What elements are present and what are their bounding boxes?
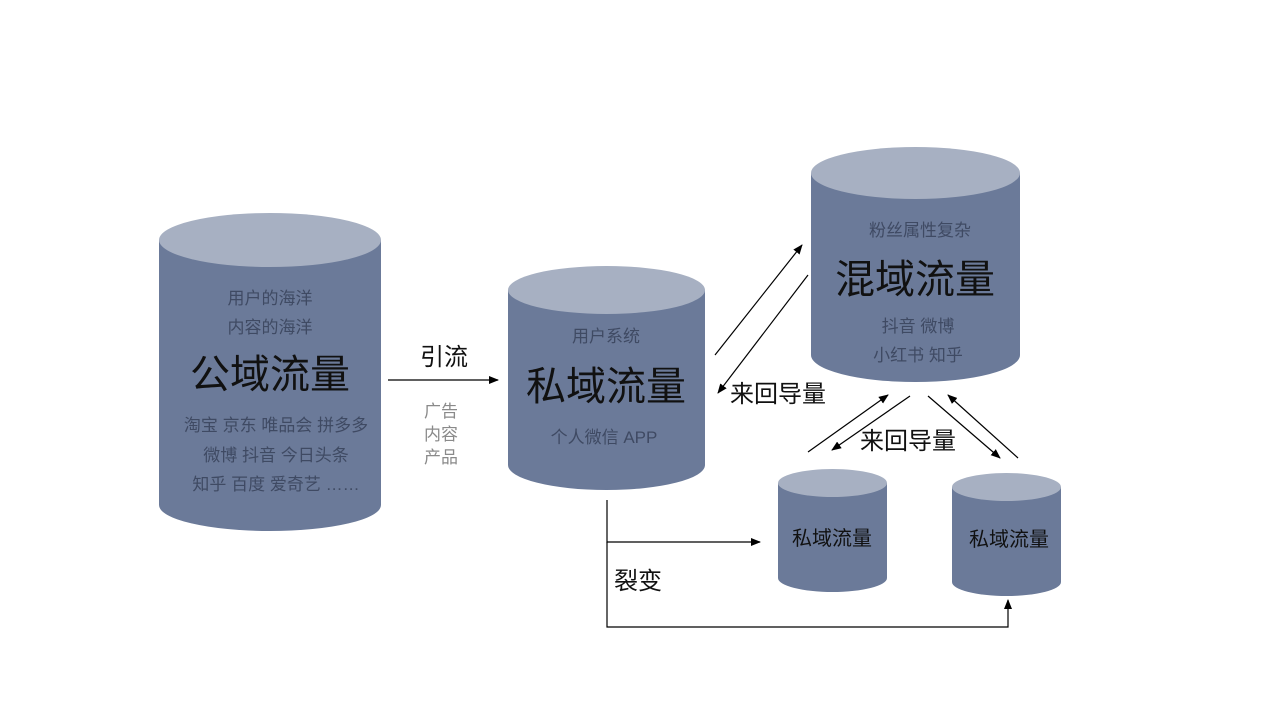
guide-item-1: 广告 <box>424 402 458 421</box>
arrow-mixed-to-small2 <box>927 395 1001 459</box>
exchange-label-2: 来回导量 <box>860 428 956 455</box>
public-list-2: 微博 抖音 今日头条 <box>203 446 348 465</box>
mixed-list-1: 抖音 微博 <box>882 317 955 336</box>
small-private-cylinder-2: 私域流量 <box>952 473 1061 596</box>
private-bottom: 个人微信 APP <box>551 428 658 447</box>
public-list-3: 知乎 百度 爱奇艺 …… <box>192 475 359 494</box>
mixed-sub: 粉丝属性复杂 <box>869 221 971 240</box>
mixed-traffic-cylinder: 粉丝属性复杂 混域流量 抖音 微博 小红书 知乎 <box>811 147 1020 382</box>
public-sub-2: 内容的海洋 <box>228 318 313 337</box>
small-private-1-label: 私域流量 <box>792 527 872 550</box>
fission-arrow-2 <box>606 542 1012 628</box>
arrow-small1-to-mixed <box>807 394 889 453</box>
arrow-mixed-to-small1 <box>831 395 911 451</box>
arrow-small2-to-mixed <box>947 394 1019 459</box>
small-private-2-label: 私域流量 <box>969 528 1049 551</box>
public-title: 公域流量 <box>190 353 350 397</box>
fission-label: 裂变 <box>614 568 662 595</box>
public-list-1: 淘宝 京东 唯品会 拼多多 <box>184 416 368 435</box>
public-sub-1: 用户的海洋 <box>228 289 313 308</box>
private-sub: 用户系统 <box>572 327 640 346</box>
guide-item-3: 产品 <box>424 448 458 467</box>
arrow-private-to-mixed <box>714 244 803 356</box>
guide-flow-label: 引流 <box>420 344 468 371</box>
arrow-mixed-to-private <box>717 274 809 394</box>
small-private-cylinder-1: 私域流量 <box>778 469 887 593</box>
fission-arrow-1 <box>606 500 761 546</box>
exchange-label-1: 来回导量 <box>730 381 826 408</box>
mixed-title: 混域流量 <box>835 258 995 302</box>
public-traffic-cylinder: 用户的海洋 内容的海洋 公域流量 淘宝 京东 唯品会 拼多多 微博 抖音 今日头… <box>159 213 381 531</box>
guide-item-2: 内容 <box>424 425 458 444</box>
mixed-list-2: 小红书 知乎 <box>873 346 963 365</box>
private-title: 私域流量 <box>526 365 686 409</box>
private-traffic-cylinder: 用户系统 私域流量 个人微信 APP <box>508 266 705 490</box>
